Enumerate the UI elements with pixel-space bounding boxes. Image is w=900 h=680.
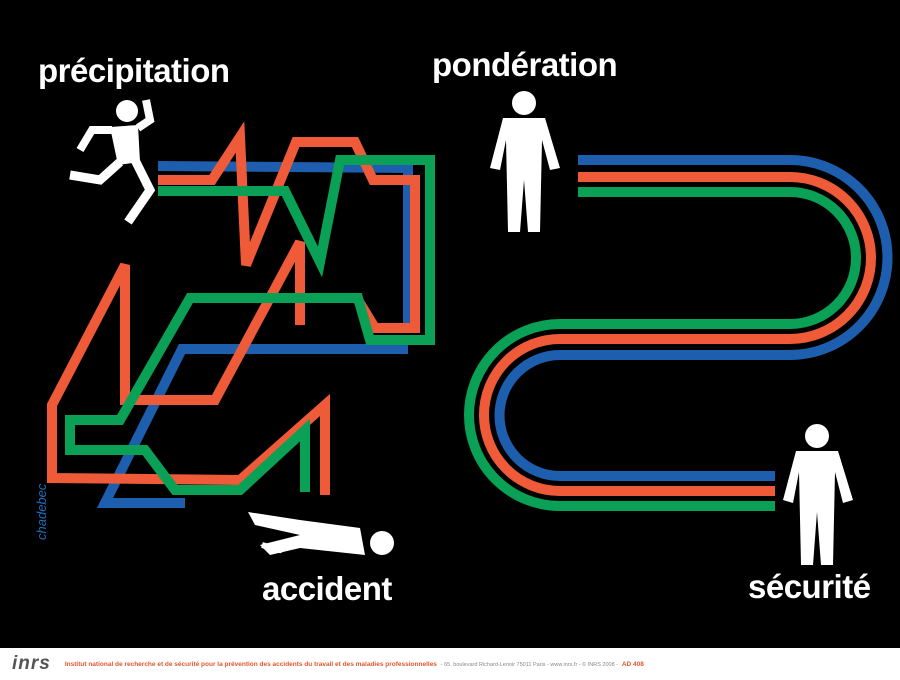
fallen-figure-icon <box>248 512 394 555</box>
s-curve-orange <box>479 172 876 496</box>
poster-code: AD 408 <box>621 660 644 668</box>
footer: inrs Institut national de recherche et d… <box>0 648 900 680</box>
word-securite: sécurité <box>748 568 871 605</box>
standing-figure-icon <box>490 91 560 232</box>
footer-text: Institut national de recherche et de séc… <box>65 661 644 668</box>
s-curve-blue <box>494 155 893 481</box>
tangled-orange-line <box>158 121 420 333</box>
tangled-orange-line-lower <box>47 239 330 495</box>
running-figure-icon <box>69 99 156 225</box>
institute-name: Institut national de recherche et de séc… <box>64 660 437 668</box>
word-ponderation: pondération <box>432 46 618 83</box>
inrs-logo: inrs <box>12 653 51 674</box>
tangled-blue-line-lower <box>96 344 408 508</box>
word-precipitation: précipitation <box>38 52 230 89</box>
s-curve-green <box>464 187 861 511</box>
institute-address: - 65, boulevard Richard-Lenoir 75011 Par… <box>440 661 619 668</box>
poster: précipitation pondération accident sécur… <box>0 0 900 648</box>
standing-figure-icon <box>783 424 853 565</box>
poster-artwork <box>47 91 893 565</box>
tangled-green-line <box>65 155 435 495</box>
artist-signature: chadebec <box>34 483 49 540</box>
word-accident: accident <box>262 570 392 607</box>
